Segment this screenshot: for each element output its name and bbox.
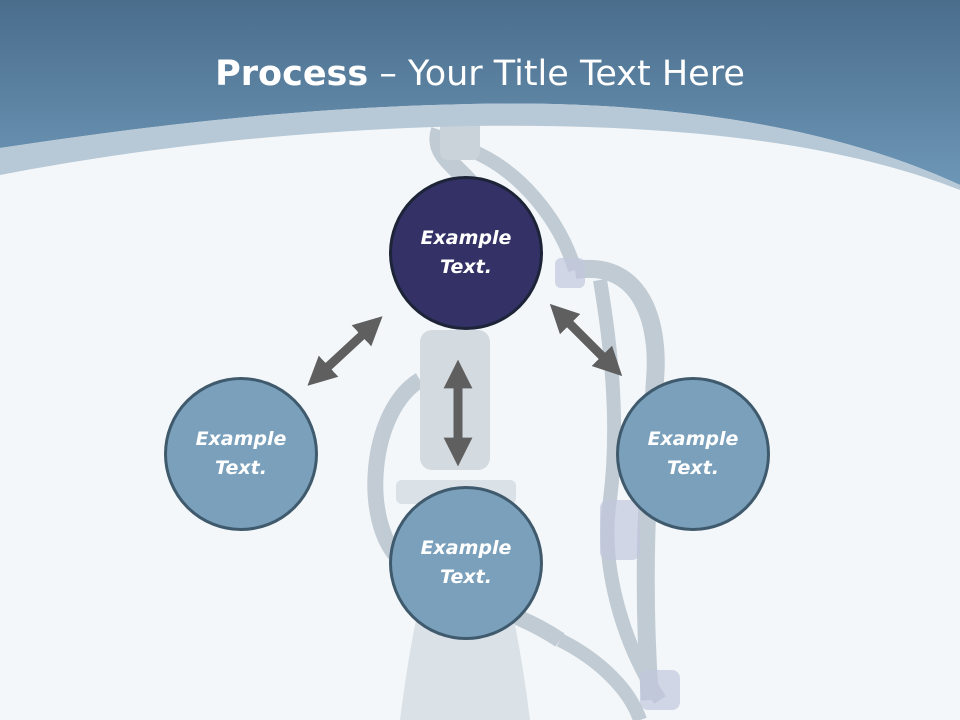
node-bottom-line1: Example [420, 537, 512, 559]
process-node-right: Example Text. [616, 377, 770, 531]
process-node-top: Example Text. [389, 176, 543, 330]
node-left-line2: Text. [215, 457, 267, 479]
slide-title-rest: – Your Title Text Here [368, 54, 745, 94]
node-right-line1: Example [647, 428, 739, 450]
header-swoosh [0, 103, 960, 190]
node-right-line2: Text. [667, 457, 719, 479]
node-left-line1: Example [195, 428, 287, 450]
node-top-line2: Text. [440, 256, 492, 278]
slide-title: Process – Your Title Text Here [0, 52, 960, 96]
process-node-left: Example Text. [164, 377, 318, 531]
header-band [0, 0, 960, 185]
node-top-line1: Example [420, 227, 512, 249]
process-node-bottom: Example Text. [389, 486, 543, 640]
node-bottom-line2: Text. [440, 566, 492, 588]
slide-title-bold: Process [215, 54, 369, 94]
